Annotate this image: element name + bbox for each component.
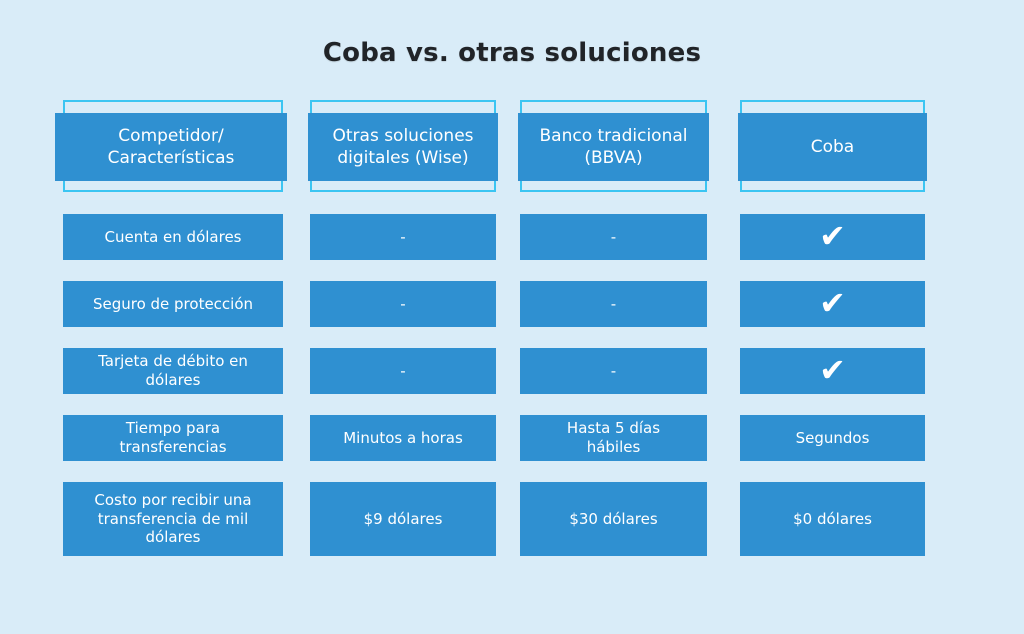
row2-wise-cell: -: [310, 281, 496, 327]
row2-bbva-cell: -: [520, 281, 707, 327]
row3-feature-cell: Tarjeta de débito en dólares: [63, 348, 283, 394]
row2-coba-cell: ✔: [740, 281, 925, 327]
row3-wise-cell: -: [310, 348, 496, 394]
row1-bbva-cell: -: [520, 214, 707, 260]
header-coba: Coba: [738, 100, 927, 192]
row2-feature-cell: Seguro de protección: [63, 281, 283, 327]
check-icon: ✔: [819, 351, 846, 389]
row5-bbva-cell: $30 dólares: [520, 482, 707, 556]
header-otras-soluciones-wise: Otras soluciones digitales (Wise): [308, 100, 498, 192]
row5-wise-cell: $9 dólares: [310, 482, 496, 556]
row5-coba-cell: $0 dólares: [740, 482, 925, 556]
check-icon: ✔: [819, 217, 846, 255]
header-label: Otras soluciones digitales (Wise): [308, 113, 498, 181]
row5-feature-cell: Costo por recibir una transferencia de m…: [63, 482, 283, 556]
row3-bbva-cell: -: [520, 348, 707, 394]
page-title: Coba vs. otras soluciones: [322, 38, 702, 68]
header-competidor-caracteristicas: Competidor/ Características: [55, 100, 287, 192]
row1-coba-cell: ✔: [740, 214, 925, 260]
check-icon: ✔: [819, 284, 846, 322]
header-label: Coba: [738, 113, 927, 181]
row1-wise-cell: -: [310, 214, 496, 260]
header-label: Banco tradicional (BBVA): [518, 113, 709, 181]
row4-wise-cell: Minutos a horas: [310, 415, 496, 461]
row4-feature-cell: Tiempo para transferencias: [63, 415, 283, 461]
row4-bbva-cell: Hasta 5 días hábiles: [520, 415, 707, 461]
row1-feature-cell: Cuenta en dólares: [63, 214, 283, 260]
header-banco-tradicional-bbva: Banco tradicional (BBVA): [518, 100, 709, 192]
row4-coba-cell: Segundos: [740, 415, 925, 461]
header-label: Competidor/ Características: [55, 113, 287, 181]
row3-coba-cell: ✔: [740, 348, 925, 394]
